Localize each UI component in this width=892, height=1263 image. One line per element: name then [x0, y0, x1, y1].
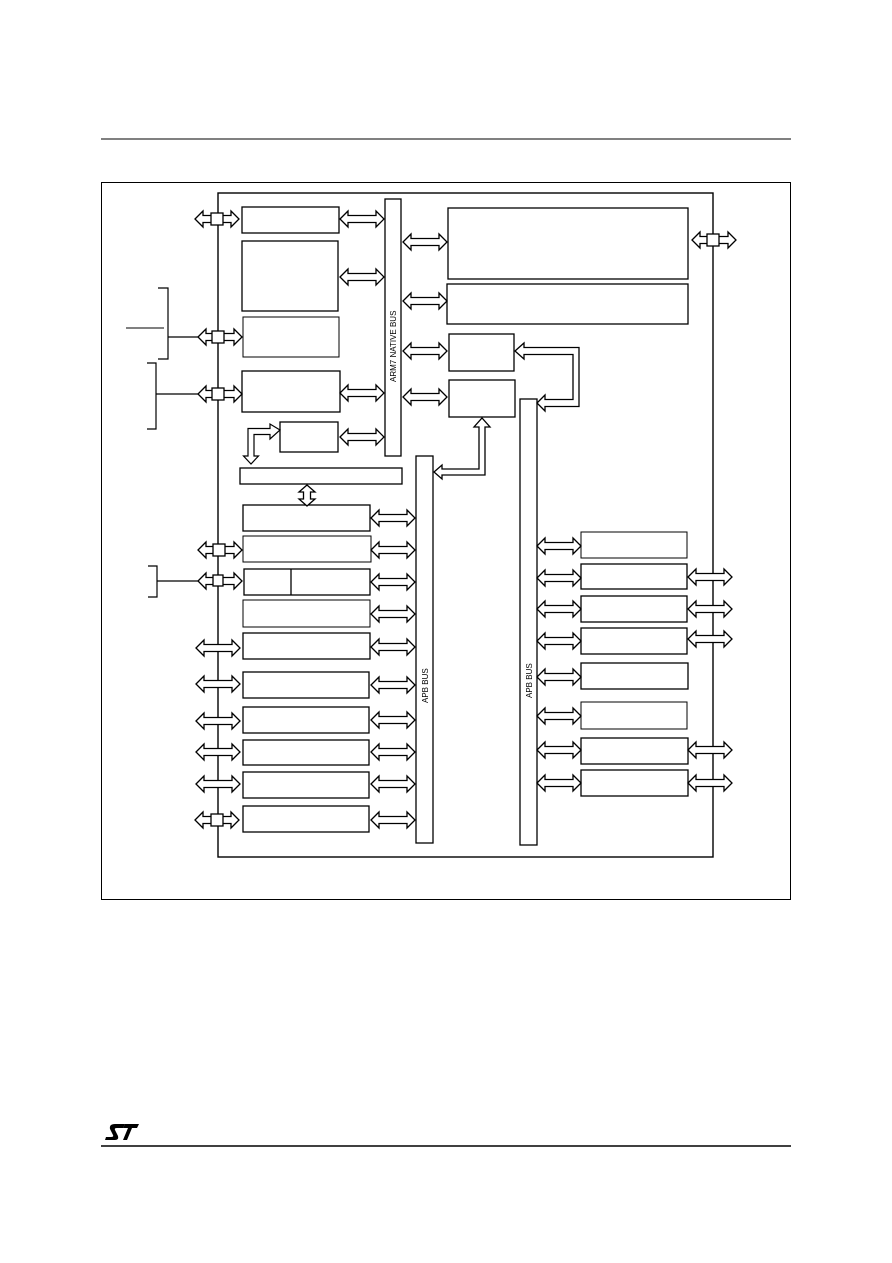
- apb-bus-left: [415, 455, 434, 844]
- pin-square-6: [210, 813, 224, 827]
- arrow-block5-arm7: [339, 428, 385, 446]
- pin-square-5: [212, 574, 224, 587]
- arrow-block2-arm7: [339, 268, 385, 286]
- brace-apbl3: [148, 565, 158, 598]
- st-logo: [105, 1124, 139, 1140]
- arrow-block6-apbr: [514, 341, 580, 413]
- brace-block4: [147, 362, 157, 430]
- arrow-block5-bridge: [242, 422, 282, 465]
- arrow-bus-apbr6: [536, 707, 582, 725]
- block-1: [241, 206, 340, 234]
- apb-left-block-8: [242, 739, 370, 766]
- arrow-bus-apbr2: [536, 569, 582, 587]
- pin-square-1: [210, 212, 224, 226]
- arrow-bridge-apbl1-alt: [297, 484, 317, 507]
- block-4: [241, 370, 341, 413]
- arm7-native-bus: [384, 198, 402, 457]
- apb-left-block-1: [242, 504, 371, 532]
- arrow-arm7-memory2: [402, 292, 448, 310]
- apb-bus-left-label: APB BUS: [421, 668, 430, 703]
- apb-bus-right-label: APB BUS: [525, 663, 534, 698]
- apb-right-block-1: [580, 531, 688, 559]
- apb-left-block-5: [242, 632, 371, 660]
- arm7-native-bus-label: ARM7 NATIVE BUS: [389, 311, 398, 382]
- apb-right-block-3: [580, 595, 688, 623]
- apb-right-block-6: [580, 701, 688, 730]
- apb-left-block-7: [242, 706, 370, 734]
- apb-left-block-10: [242, 805, 370, 833]
- arrow-apbl1-bus: [370, 509, 416, 527]
- arrow-apbr8-pin: [687, 774, 733, 792]
- arrow-apbl4-bus: [370, 605, 416, 623]
- memory-block-1: [447, 207, 689, 280]
- apb-bus-right: [519, 398, 538, 846]
- arrow-bus-apbr4: [536, 632, 582, 650]
- arrow-apbl6-bus: [370, 676, 416, 694]
- arrow-bus-apbr5: [536, 668, 582, 686]
- block-2: [241, 240, 339, 312]
- arrow-bus-apbr3: [536, 600, 582, 618]
- arrow-apbl7-bus: [370, 711, 416, 729]
- pin-square-2: [211, 330, 225, 344]
- arrow-arm7-block6: [402, 342, 448, 360]
- arrow-apbl3-bus: [370, 573, 416, 591]
- arrow-block1-arm7: [339, 210, 385, 228]
- block-3: [242, 316, 340, 358]
- arrow-apbr7-pin: [687, 741, 733, 759]
- arrow-apbr4-pin: [687, 630, 733, 648]
- apb-left-block-3: [243, 568, 371, 596]
- block-6: [448, 333, 515, 372]
- pin-square-3: [211, 387, 225, 401]
- arrow-apbl5-bus: [370, 638, 416, 656]
- arrow-apbl8-bus: [370, 743, 416, 761]
- pin-square-7: [706, 233, 720, 247]
- figure-frame: [101, 182, 791, 900]
- apb-left-block-6: [242, 671, 370, 699]
- apb-left-block-2: [242, 535, 372, 563]
- arrow-arm7-block7: [402, 388, 448, 406]
- block-7: [448, 379, 516, 418]
- arrow-apbr2-pin: [687, 568, 733, 586]
- arrow-apbr3-pin: [687, 600, 733, 618]
- apb-right-block-5: [580, 662, 689, 690]
- arrow-bus-apbr7: [536, 741, 582, 759]
- apb-right-block-4: [580, 627, 688, 655]
- arrow-bus-apbr8: [536, 774, 582, 792]
- block-5: [279, 421, 339, 453]
- bridge-bar: [239, 467, 403, 485]
- apb-right-block-8: [580, 769, 689, 797]
- arrow-block4-arm7: [339, 384, 385, 402]
- chip-boundary: [217, 192, 714, 858]
- pin-square-4: [212, 543, 226, 557]
- arrow-apbl9-bus: [370, 775, 416, 793]
- arrow-apbl2-bus: [370, 541, 416, 559]
- arrow-bus-apbr1: [536, 537, 582, 555]
- memory-block-2: [446, 283, 689, 325]
- apb-left-block-9: [242, 771, 370, 799]
- brace-block3: [158, 287, 169, 360]
- apb-right-block-2: [580, 563, 688, 590]
- arrow-arm7-memory1: [402, 233, 448, 251]
- arrow-apbl-block7: [433, 417, 492, 481]
- apb-right-block-7: [580, 737, 689, 765]
- arrow-apbl10-bus: [370, 811, 416, 829]
- apb-left-block-4: [242, 599, 371, 628]
